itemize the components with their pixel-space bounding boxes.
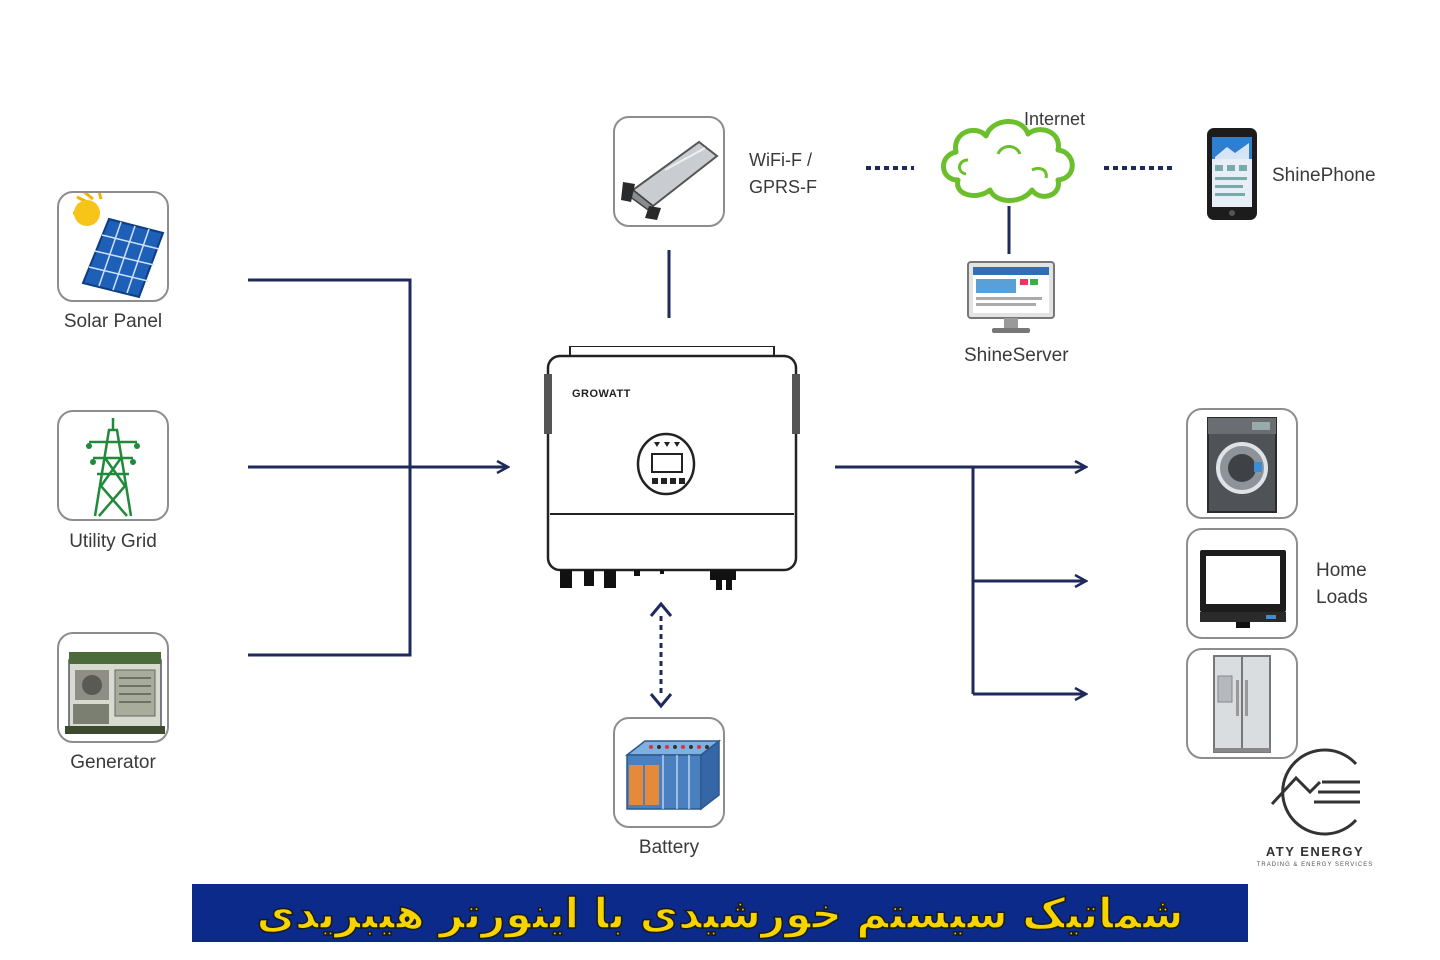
utility-grid-tile [57,410,169,521]
shinephone-label: ShinePhone [1272,165,1376,186]
wifi-label-line2: GPRS-F [749,177,818,197]
aty-energy-logo: ATY ENERGY TRADING & ENERGY SERVICES [1244,742,1386,872]
solar-panel-icon [73,193,165,299]
battery-label: Battery [638,837,700,858]
battery-arrow-down [649,693,673,709]
cloud-icon [941,119,1075,203]
inverter-brand-text: GROWATT [572,388,631,400]
washing-machine-tile [1186,408,1298,519]
internet-cloud [936,110,1082,210]
generator-label: Generator [70,752,156,773]
shineserver-label: ShineServer [964,345,1069,366]
generator-icon [65,652,165,734]
smartphone-icon [1207,128,1257,220]
brand-tagline: TRADING & ENERGY SERVICES [1256,862,1374,868]
battery-tile [613,717,725,828]
battery-arrow-up [649,601,673,617]
banner-title: شماتیک سیستم خورشیدی با اینورتر هیبریدی [256,888,1184,939]
wifi-dongle-icon [621,140,719,220]
shineserver-monitor [966,260,1056,340]
aty-logo-mark-icon [1270,748,1360,836]
battery-icon [624,739,722,811]
wifi-module-tile [613,116,725,227]
internet-label: Internet [1024,109,1086,129]
hybrid-inverter: GROWATT [540,345,802,596]
refrigerator-icon [1213,655,1271,753]
utility-grid-label: Utility Grid [69,531,157,552]
television-icon [1200,550,1286,628]
home-loads-label-line1: Home [1316,560,1367,581]
shinephone-device [1205,127,1259,221]
title-banner: شماتیک سیستم خورشیدی با اینورتر هیبریدی [192,884,1248,942]
solar-panel-label: Solar Panel [63,311,163,332]
wifi-label-line1: WiFi-F / [749,150,812,170]
home-loads-label-line2: Loads [1316,587,1368,608]
refrigerator-tile [1186,648,1298,759]
washing-machine-icon [1207,417,1277,513]
inverter-icon: GROWATT [544,345,800,590]
generator-tile [57,632,169,743]
brand-name: ATY ENERGY [1265,844,1365,859]
transmission-tower-icon [86,418,140,517]
solar-panel-tile [57,191,169,302]
tv-tile [1186,528,1298,639]
monitor-icon [967,261,1055,333]
